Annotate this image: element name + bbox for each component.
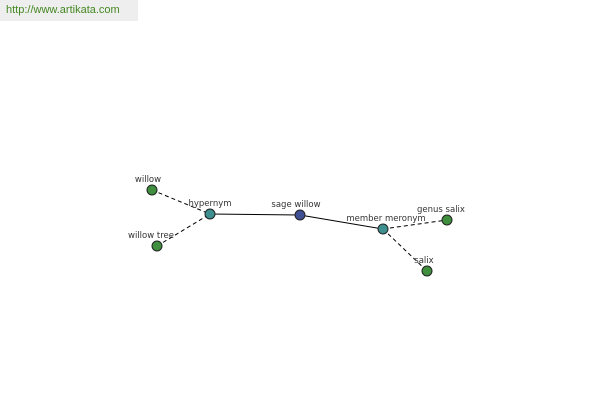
graph-node-willow[interactable]: willow [135,175,161,196]
graph-node-salix[interactable]: salix [414,256,434,277]
node-circle-salix[interactable] [421,265,433,277]
node-label-mer: member meronym [346,214,425,224]
edge-willow-hyp [151,189,211,215]
graph-node-mer[interactable]: member meronym [346,214,426,235]
node-label-center: sage willow [271,200,320,210]
graph-node-hyp[interactable]: hypernym [188,199,232,220]
edge-mer-salix [382,228,428,272]
edge-willowtree-hyp [156,213,211,247]
edges-layer [151,189,448,272]
node-label-hyp: hypernym [188,199,231,209]
node-label-willow: willow [135,175,161,185]
node-circle-willowtree[interactable] [151,240,163,252]
nodes-layer: sage willow hypernym member meronym willow w… [128,175,465,277]
edge-hyp-center [209,213,301,216]
edge-center-mer [299,214,384,230]
node-circle-genussalix[interactable] [441,214,453,226]
edge-mer-genussalix [382,219,448,230]
node-label-genussalix: genus salix [417,205,465,215]
url-banner: http://www.artikata.com [0,0,138,21]
graph-node-center[interactable]: sage willow [271,200,321,221]
node-circle-mer[interactable] [377,223,389,235]
node-circle-center[interactable] [294,209,306,221]
graph-node-willowtree[interactable]: willow tree [128,231,174,252]
node-label-salix: salix [414,256,433,266]
node-circle-willow[interactable] [146,184,158,196]
site-url-link[interactable]: http://www.artikata.com [6,4,120,16]
graph-node-genussalix[interactable]: genus salix [417,205,465,226]
node-circle-hyp[interactable] [204,208,216,220]
node-label-willowtree: willow tree [128,231,174,241]
